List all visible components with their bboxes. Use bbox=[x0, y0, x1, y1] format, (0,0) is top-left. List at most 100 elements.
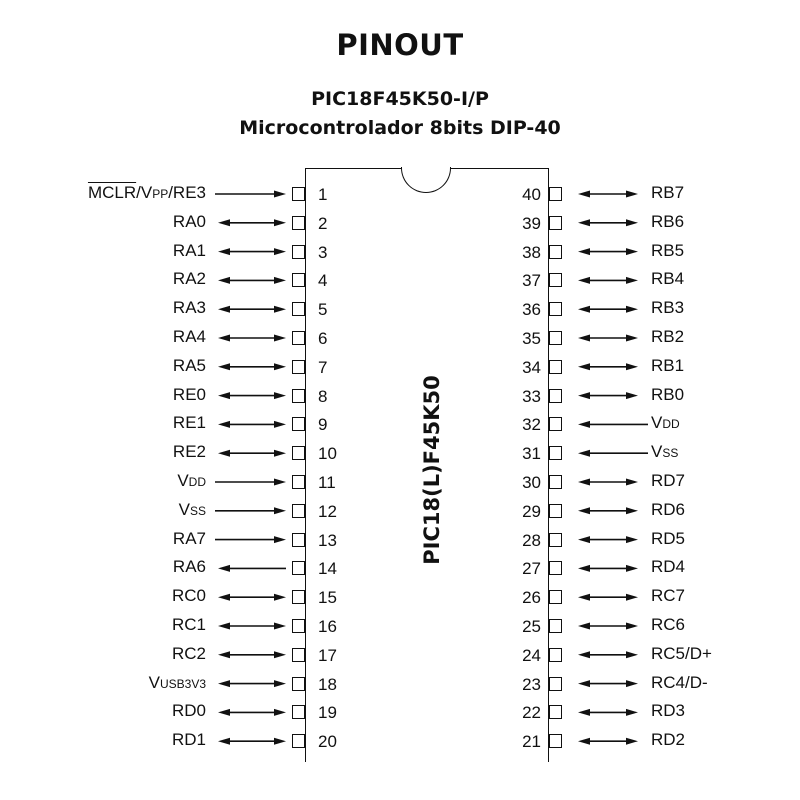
pin-pad bbox=[549, 734, 562, 749]
pin-arrow bbox=[578, 507, 638, 515]
pin-arrow bbox=[215, 478, 286, 486]
pin-number: 12 bbox=[318, 501, 337, 521]
pin-label: RD2 bbox=[651, 730, 685, 750]
pin-arrow bbox=[218, 593, 286, 601]
pin-label-part: RD5 bbox=[651, 528, 686, 548]
pin-number: 36 bbox=[522, 300, 541, 320]
pin-label: RD1 bbox=[172, 730, 206, 750]
pin-label-part: RA7 bbox=[172, 528, 206, 548]
pin-label-part: DD bbox=[188, 475, 206, 489]
pin-number: 1 bbox=[318, 185, 328, 204]
pin-label: RE2 bbox=[173, 442, 206, 462]
pin-label-part: RB6 bbox=[651, 211, 685, 231]
pin-label-part: RB0 bbox=[651, 384, 685, 404]
pin-pad bbox=[292, 273, 305, 288]
pin-arrow bbox=[578, 680, 638, 688]
pin-label-part: SS bbox=[662, 446, 679, 461]
pin-pad bbox=[549, 331, 562, 345]
pin-label-part: RB4 bbox=[651, 269, 685, 289]
pin-arrow bbox=[218, 219, 286, 227]
pin-pad bbox=[549, 676, 562, 691]
pin-pad bbox=[549, 359, 562, 374]
pin-label: RB5 bbox=[651, 241, 684, 261]
pin-label: RD6 bbox=[651, 500, 685, 520]
pin-arrow bbox=[578, 363, 638, 371]
pin-pad bbox=[549, 503, 562, 518]
pin-pad bbox=[549, 273, 562, 288]
pin-label-part: RA6 bbox=[172, 557, 206, 577]
part-number: PIC18F45K50-I/P bbox=[311, 88, 489, 110]
pin-number: 8 bbox=[318, 386, 328, 406]
pin-label-part: RA2 bbox=[172, 269, 206, 289]
pin-label-part: RC2 bbox=[171, 643, 206, 663]
pin-label-part: RC6 bbox=[651, 615, 686, 634]
pin-label-part: RA5 bbox=[172, 355, 206, 375]
pin-number: 30 bbox=[522, 473, 541, 492]
pin-label: RA0 bbox=[173, 212, 206, 232]
pin-label-part: RD1 bbox=[171, 730, 206, 750]
pin-label-part: V bbox=[651, 413, 663, 433]
pin-pad bbox=[549, 532, 562, 547]
pin-label-part: /RE3 bbox=[168, 183, 206, 202]
pin-number: 18 bbox=[318, 674, 337, 694]
pin-label-part: RB7 bbox=[651, 183, 685, 202]
pin-label-part: SS bbox=[189, 503, 206, 518]
pin-number: 35 bbox=[522, 329, 541, 348]
pin-label: RB0 bbox=[651, 385, 684, 405]
pin-number: 6 bbox=[318, 329, 328, 348]
pin-label-part: RB5 bbox=[651, 240, 685, 260]
pin-pad bbox=[292, 331, 305, 345]
pin-label: VDD bbox=[651, 413, 680, 434]
pin-label-part: RD2 bbox=[651, 730, 686, 750]
pin-pad bbox=[549, 388, 562, 403]
pin-label-part: V bbox=[177, 471, 189, 490]
pin-arrow bbox=[578, 219, 638, 227]
pin-label: RA3 bbox=[173, 298, 206, 318]
pin-arrow bbox=[578, 190, 638, 198]
pin-pad bbox=[549, 417, 562, 432]
pin-label: MCLR/VPP/RE3 bbox=[88, 183, 206, 204]
pin-number: 14 bbox=[318, 559, 337, 579]
pin-arrow bbox=[578, 392, 638, 400]
pin-label: RA7 bbox=[173, 529, 206, 549]
pin-label-part: RB2 bbox=[651, 327, 685, 346]
part-description: Microcontrolador 8bits DIP-40 bbox=[239, 117, 561, 139]
pin-number: 27 bbox=[522, 559, 541, 579]
pin-label: RB6 bbox=[651, 212, 684, 232]
pin-label-part: USB3V3 bbox=[159, 676, 206, 691]
pin-pad bbox=[549, 647, 562, 662]
pin-arrow bbox=[218, 248, 286, 256]
pin-pad bbox=[292, 475, 305, 489]
pin-arrow bbox=[578, 334, 638, 342]
pin-number: 13 bbox=[318, 530, 337, 550]
pin-label: RD5 bbox=[651, 529, 685, 549]
pin-label-part: PP bbox=[152, 187, 169, 201]
pin-pad bbox=[292, 388, 305, 403]
pin-number: 17 bbox=[318, 645, 337, 665]
pin-pad bbox=[549, 244, 562, 259]
pin-label-part: RA4 bbox=[172, 327, 206, 346]
pin-arrow bbox=[218, 680, 286, 688]
pin-number: 25 bbox=[522, 617, 541, 636]
pin-label-part: RC7 bbox=[651, 586, 686, 606]
pin-arrow bbox=[578, 564, 638, 572]
pin-label-part: RA0 bbox=[172, 211, 206, 231]
pin-label: RC6 bbox=[651, 615, 685, 635]
pin-label: RA4 bbox=[173, 327, 206, 347]
pin-number: 10 bbox=[318, 444, 337, 464]
pin-label-part: V bbox=[178, 499, 190, 519]
pin-number: 38 bbox=[522, 242, 541, 262]
pin-arrow bbox=[218, 651, 286, 659]
pin-label-part: RC4/D- bbox=[651, 672, 708, 692]
pin-arrow bbox=[578, 651, 638, 659]
pin-number: 26 bbox=[522, 588, 541, 608]
pin-number: 4 bbox=[318, 271, 328, 291]
pin-number: 19 bbox=[318, 703, 337, 723]
pin-label: RA5 bbox=[173, 356, 206, 376]
pin-arrow bbox=[578, 622, 638, 630]
pin-label-part: RC0 bbox=[171, 586, 206, 606]
pin-number: 40 bbox=[522, 185, 541, 204]
pin-arrow bbox=[215, 536, 286, 544]
pin-pad bbox=[292, 647, 305, 662]
pin-label: RD0 bbox=[172, 701, 206, 721]
